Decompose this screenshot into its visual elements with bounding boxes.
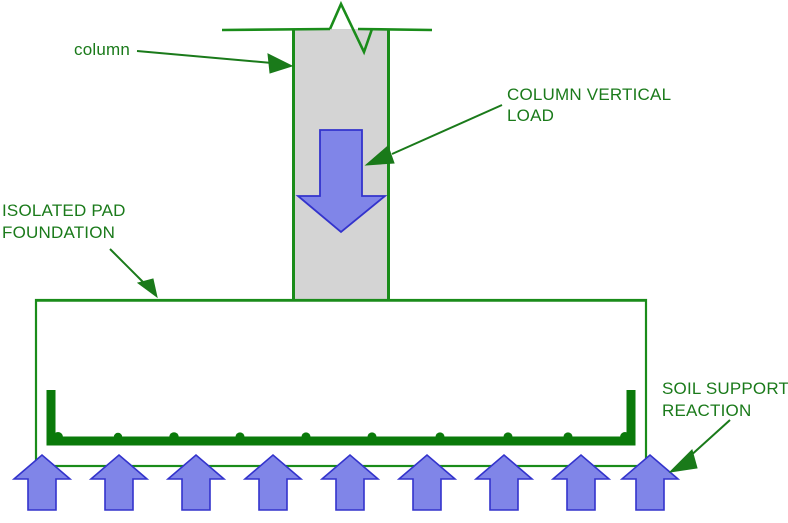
rebar-dot — [113, 432, 123, 442]
column-load-leader-line — [391, 104, 503, 155]
column-leader-arrowhead-icon — [267, 53, 294, 74]
rebar-dot — [169, 432, 179, 442]
soil-reaction-arrow — [473, 453, 535, 511]
pad-leader — [109, 248, 158, 299]
rebar-bar — [46, 390, 636, 446]
rebar-dot — [301, 432, 311, 442]
rebar-dot — [53, 432, 63, 442]
column-load-leader — [364, 104, 503, 166]
soil-reaction-arrow — [11, 453, 73, 511]
cut-line-left — [221, 27, 331, 32]
column-load-arrow — [295, 129, 388, 234]
label-column-vertical-load-line2: LOAD — [507, 106, 554, 125]
column-break-group — [221, 0, 433, 56]
soil-leader-arrowhead-icon — [668, 449, 698, 473]
label-column: column — [74, 40, 130, 59]
soil-reaction-arrow — [396, 453, 458, 511]
rebar-dot — [563, 432, 573, 442]
soil-reaction-arrow — [550, 453, 612, 511]
soil-leader-line — [687, 419, 731, 459]
rebar-dot — [620, 432, 630, 442]
rebar-dot — [235, 432, 245, 442]
soil-reaction-arrow-row — [11, 453, 681, 511]
pad-leader-line — [109, 248, 147, 286]
soil-reaction-arrow — [319, 453, 381, 511]
soil-reaction-arrow — [619, 453, 681, 511]
rebar-group — [46, 390, 636, 446]
soil-reaction-arrow — [88, 453, 150, 511]
column-leader — [136, 50, 294, 74]
soil-reaction-arrow — [242, 453, 304, 511]
label-soil-support-line2: REACTION — [662, 401, 751, 420]
cut-line-right — [357, 27, 433, 32]
soil-reaction-arrow — [165, 453, 227, 511]
column-leader-line — [136, 50, 273, 64]
column-load-leader-arrowhead-icon — [364, 145, 395, 166]
column-load-arrow-shape — [295, 129, 388, 234]
soil-leader — [668, 419, 731, 473]
label-soil-support-line1: SOIL SUPPORT — [662, 379, 788, 398]
label-isolated-pad-line1: ISOLATED PAD — [2, 201, 126, 220]
label-column-vertical-load-line1: COLUMN VERTICAL — [507, 85, 671, 104]
break-symbol-icon — [328, 0, 374, 56]
rebar-dot — [367, 432, 377, 442]
label-isolated-pad-line2: FOUNDATION — [2, 223, 115, 242]
pad-leader-arrowhead-icon — [136, 278, 158, 299]
rebar-dot — [435, 432, 445, 442]
rebar-dot — [503, 432, 513, 442]
